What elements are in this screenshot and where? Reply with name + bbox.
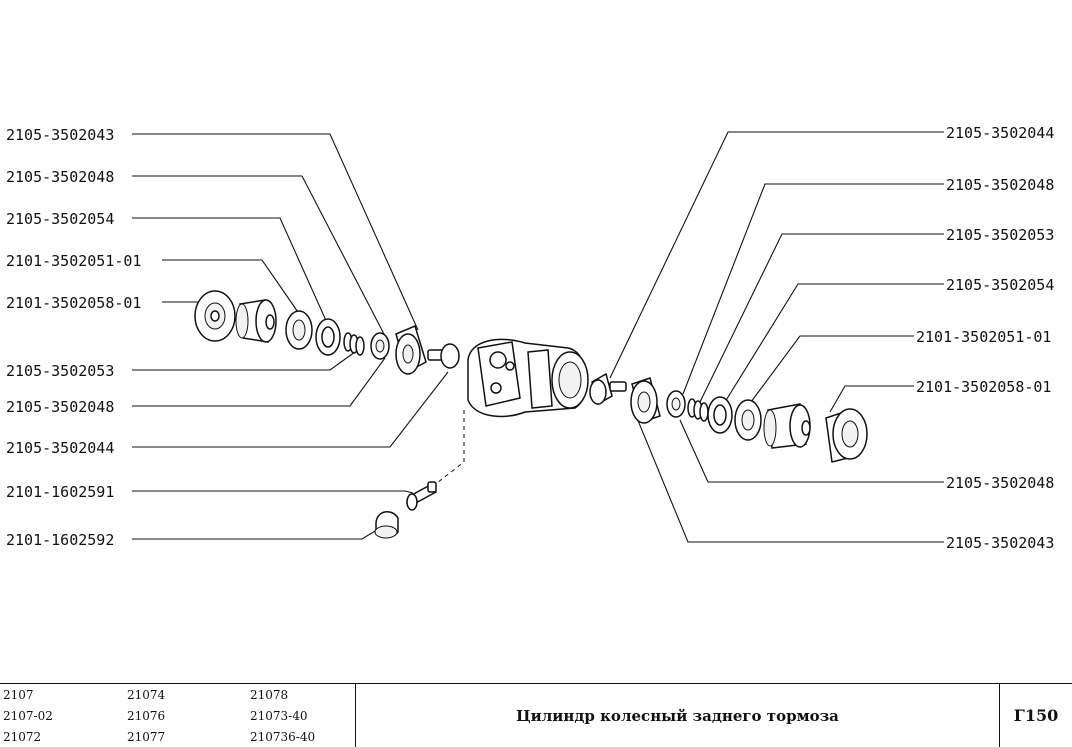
model-code: 21072: [3, 730, 42, 744]
model-code: 2107-02: [3, 709, 53, 723]
right-label-8: 2105-3502043: [946, 534, 1054, 552]
title-block: 2107 21074 21078 2107-02 21076 21073-40 …: [0, 683, 1072, 747]
model-list: 2107 21074 21078 2107-02 21076 21073-40 …: [0, 684, 356, 747]
right-spring-part: [687, 398, 709, 422]
left-label-10: 2101-1602592: [6, 531, 114, 549]
right-ring-part: [630, 377, 661, 424]
left-leader-lines: [132, 133, 449, 540]
left-label-3: 2105-3502054: [6, 210, 114, 228]
right-stop-pin-part: [589, 372, 627, 406]
right-label-6: 2101-3502058-01: [916, 378, 1051, 396]
page-number: Г150: [1013, 706, 1059, 725]
right-label-4: 2105-3502054: [946, 276, 1054, 294]
right-piston-part: [763, 403, 811, 449]
bleed-cap-part: [374, 511, 399, 539]
left-label-5: 2101-3502058-01: [6, 294, 141, 312]
left-retainer-part: [370, 332, 390, 360]
left-stop-pin-part: [427, 343, 460, 369]
left-label-9: 2101-1602591: [6, 483, 114, 501]
exploded-parts-diagram: 2105-3502043 2105-3502048 2105-3502054 2…: [6, 124, 1054, 552]
model-code: 21078: [250, 688, 289, 702]
left-label-1: 2105-3502043: [6, 126, 114, 144]
model-code: 21077: [127, 730, 166, 744]
right-spacer-part: [707, 396, 733, 434]
right-label-7: 2105-3502048: [946, 474, 1054, 492]
right-retainer-part: [666, 390, 686, 418]
right-label-1: 2105-3502044: [946, 124, 1054, 142]
right-boot-part: [825, 408, 868, 463]
left-spacer-part: [315, 318, 341, 356]
left-boot-part: [194, 290, 236, 342]
model-code: 2107: [3, 688, 34, 702]
right-label-3: 2105-3502053: [946, 226, 1054, 244]
left-cup-seal-part: [285, 310, 313, 350]
bleed-axis-line: [427, 410, 465, 491]
model-code: 21074: [127, 688, 166, 702]
bleed-valve-part: [406, 481, 437, 511]
left-label-2: 2105-3502048: [6, 168, 114, 186]
model-code: 210736-40: [250, 730, 316, 744]
cylinder-body-part: [467, 338, 589, 418]
page-title: Цилиндр колесный заднего тормоза: [356, 684, 1000, 747]
right-cup-seal-part: [734, 399, 762, 441]
left-label-8: 2105-3502044: [6, 439, 114, 457]
left-label-7: 2105-3502048: [6, 398, 114, 416]
left-label-4: 2101-3502051-01: [6, 252, 141, 270]
right-leader-lines: [609, 131, 944, 543]
left-piston-part: [235, 299, 277, 343]
right-label-2: 2105-3502048: [946, 176, 1054, 194]
model-code: 21076: [127, 709, 166, 723]
right-label-5: 2101-3502051-01: [916, 328, 1051, 346]
left-label-6: 2105-3502053: [6, 362, 114, 380]
left-spring-part: [343, 332, 365, 356]
model-code: 21073-40: [250, 709, 308, 723]
left-ring-part: [395, 324, 427, 375]
